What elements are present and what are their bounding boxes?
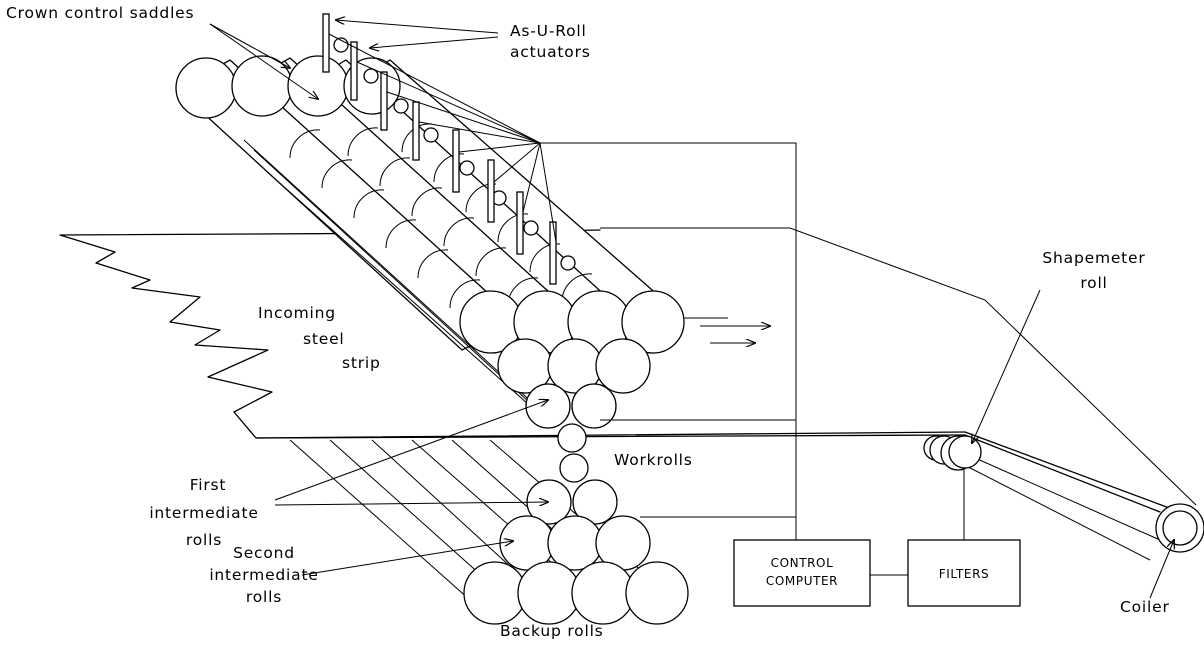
strip-direction-arrows [685,318,770,343]
upper-roll-cluster [176,14,684,428]
label-shapemeter-1: Shapemeter [1042,249,1145,267]
cyl-end-far-2 [232,56,292,116]
label-coiler: Coiler [1120,598,1170,616]
upper-roll-faces [460,291,684,428]
control-computer-box [734,540,870,606]
label-first-3: rolls [186,531,222,549]
label-incoming-2: steel [303,330,345,348]
label-as-u-roll-1: As-U-Roll [510,22,587,40]
label-shapemeter-2: roll [1080,274,1107,292]
label-crown-control-saddles: Crown control saddles [6,4,194,22]
control-computer-label-2: COMPUTER [766,574,838,588]
label-first-2: intermediate [149,504,258,522]
label-incoming-3: strip [342,354,381,372]
cyl-end-far-1 [176,58,236,118]
label-backup-rolls: Backup rolls [500,622,604,640]
label-as-u-roll-2: actuators [510,43,591,61]
label-second-3: rolls [246,588,282,606]
control-computer-label-1: CONTROL [771,556,834,570]
label-second-2: intermediate [209,566,318,584]
workrolls [558,424,588,482]
label-first-1: First [190,476,227,494]
label-workrolls: Workrolls [614,451,693,469]
cyl-end-far-3 [288,56,348,116]
filters-label: FILTERS [939,567,990,581]
coiler [1156,504,1204,552]
label-second-1: Second [233,544,295,562]
label-incoming-1: Incoming [258,304,336,322]
